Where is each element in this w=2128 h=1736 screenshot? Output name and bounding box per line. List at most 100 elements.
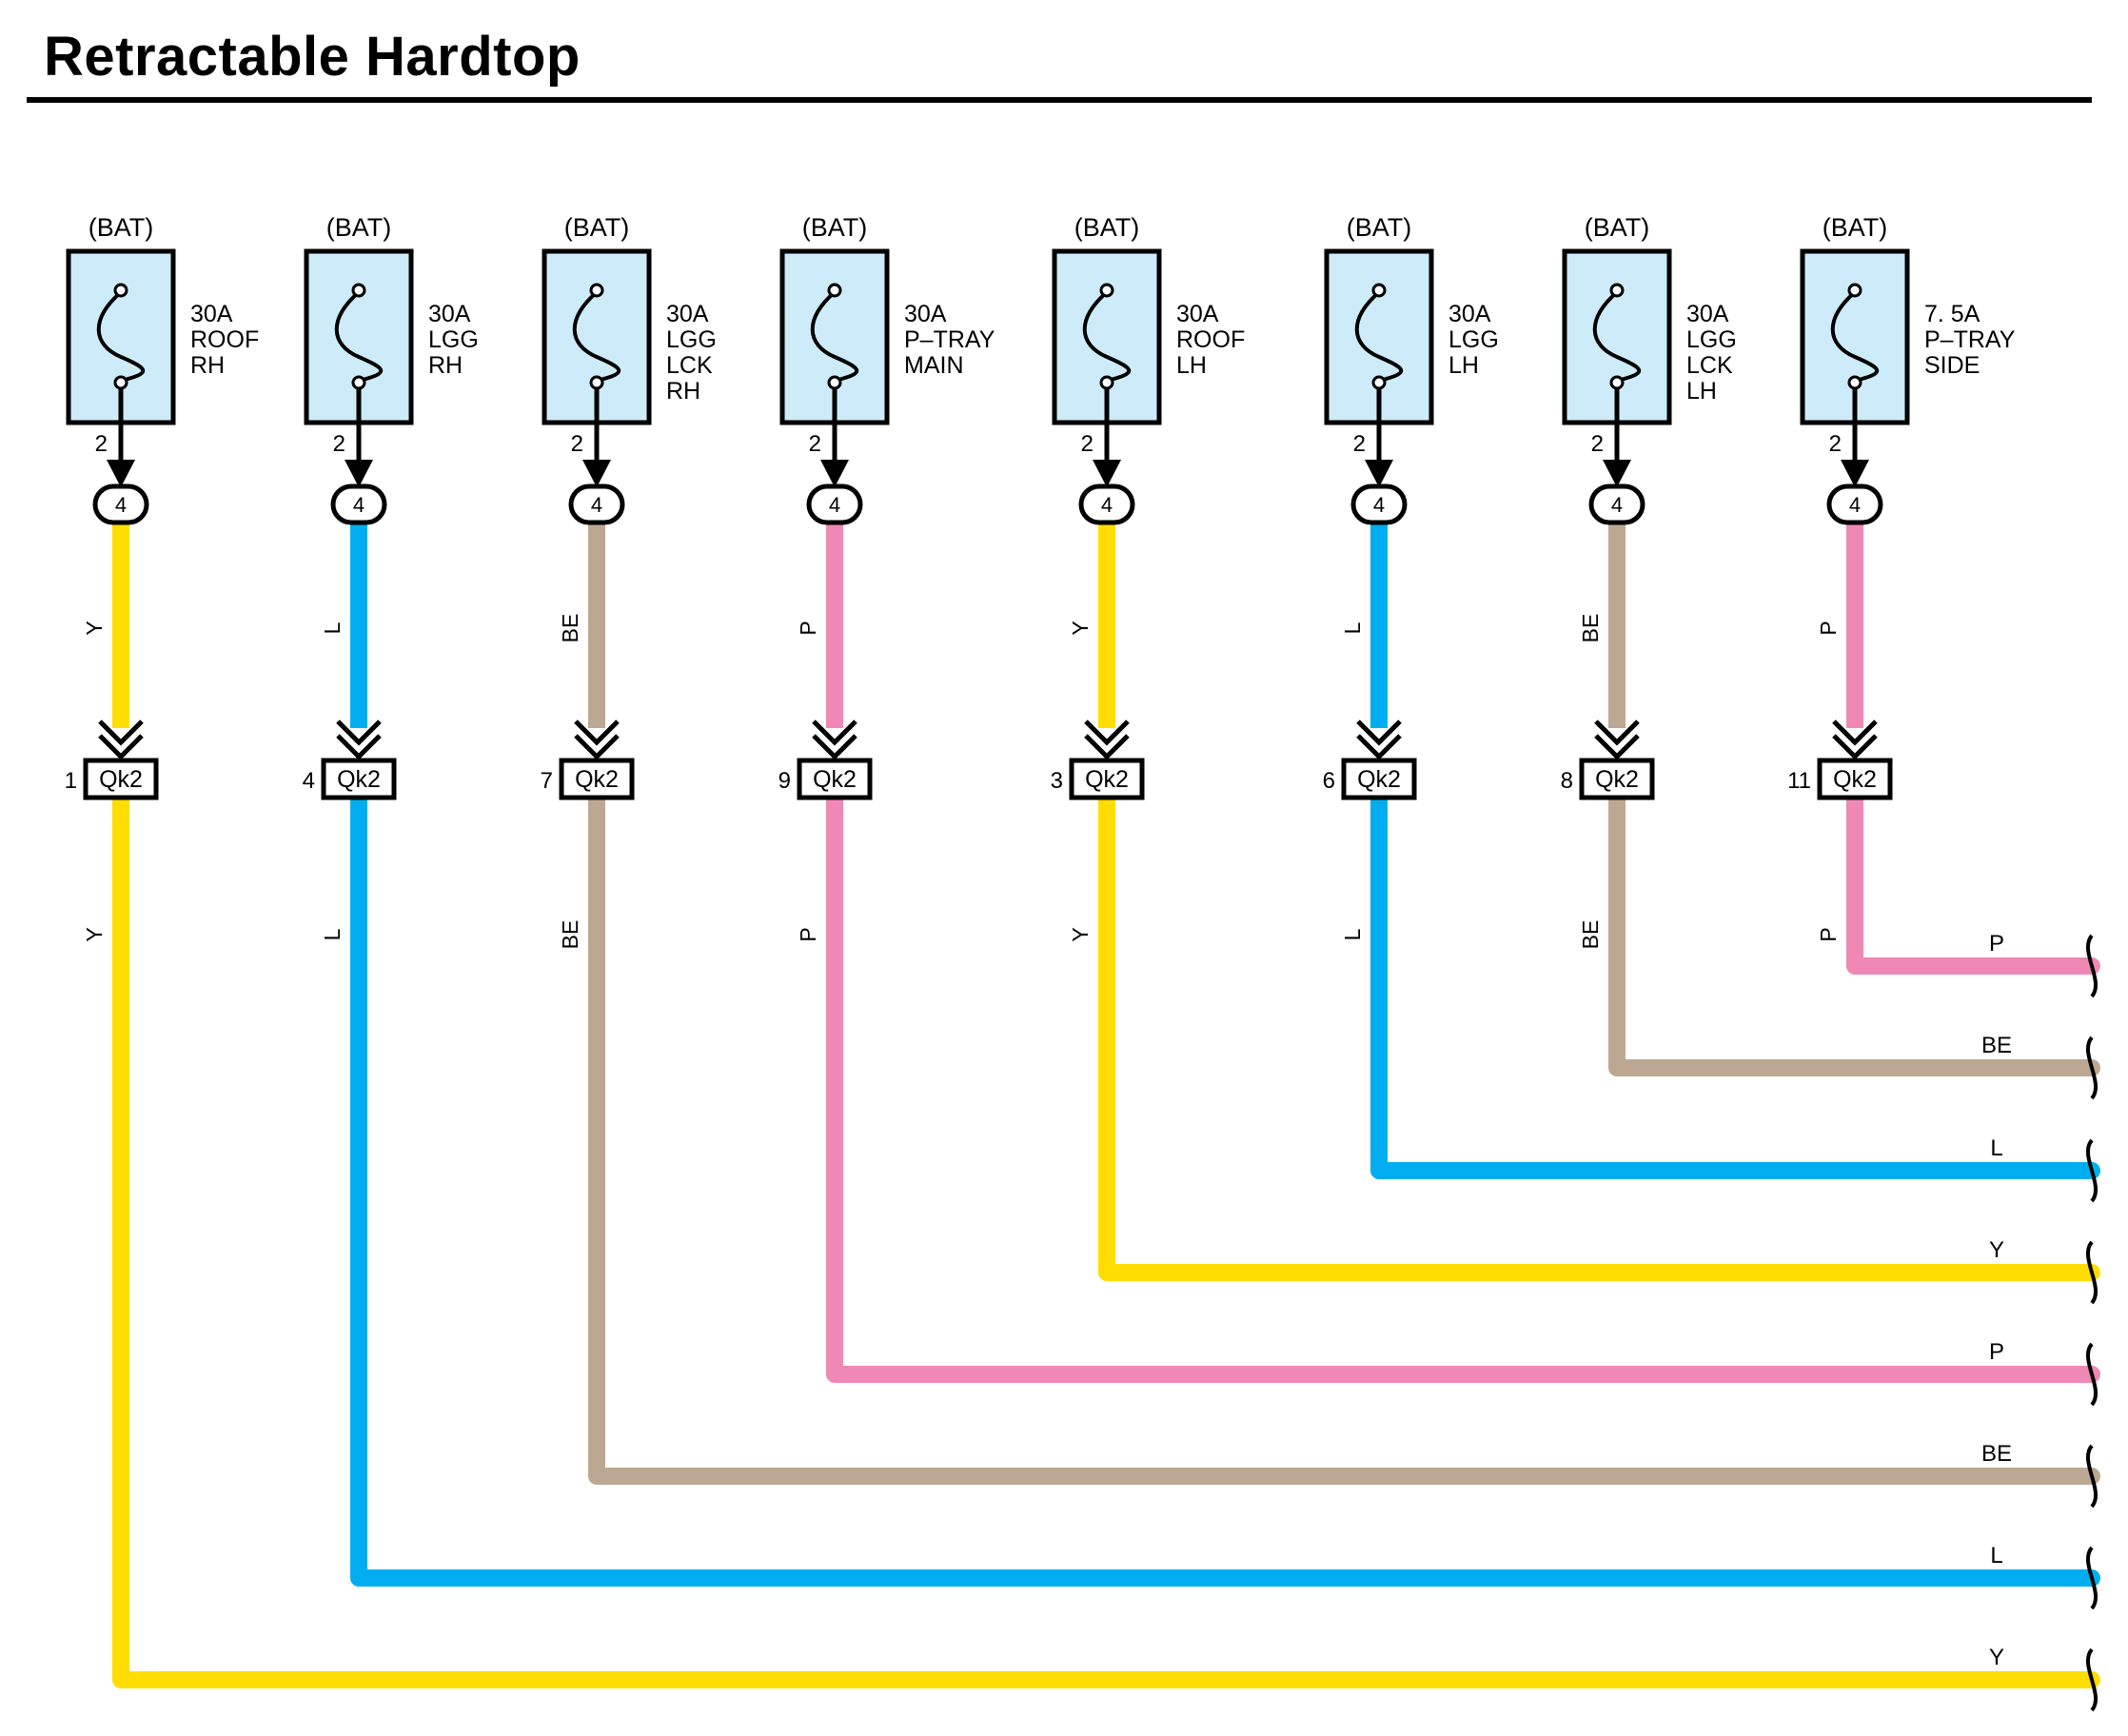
fuse-label-line: 30A — [1448, 301, 1491, 327]
fuse-label-line: RH — [190, 352, 225, 379]
bat-label: (BAT) — [1823, 213, 1888, 242]
wire-color-code-right: L — [1990, 1135, 2002, 1161]
wire-break-icon — [2085, 1546, 2098, 1610]
fuse-label-line: ROOF — [190, 326, 259, 353]
fuse-label-line: 30A — [428, 301, 471, 327]
wire-break-icon — [2085, 1036, 2098, 1100]
fuse-label-line: 30A — [1176, 301, 1219, 327]
fuse-terminal-bottom — [827, 375, 842, 390]
chevron-down-icon — [1356, 720, 1402, 760]
fuse-label-line: P–TRAY — [1924, 326, 2016, 353]
fuse-terminal-bottom — [1099, 375, 1114, 390]
fuse-pin-number: 2 — [809, 431, 821, 457]
arrow-down-icon — [1841, 460, 1869, 487]
wire-color-code-upper: P — [796, 621, 820, 635]
wire-color-code-right: P — [1989, 931, 2004, 957]
connector-pin-number: 6 — [1323, 768, 1335, 794]
junction-connector — [1588, 483, 1645, 525]
wire-color-code-lower: L — [1340, 928, 1365, 940]
fuse-label-line: LH — [1686, 378, 1717, 404]
fuse-terminal-top — [827, 283, 842, 298]
fuse-terminal-top — [1371, 283, 1387, 298]
connector-pin-number: 7 — [541, 768, 553, 794]
junction-number: 4 — [353, 493, 365, 517]
arrow-down-icon — [1093, 460, 1121, 487]
wire-break-icon — [2085, 1444, 2098, 1509]
connector-name: Qk2 — [337, 766, 381, 793]
fuse-label-line: LH — [1448, 352, 1479, 379]
bat-label: (BAT) — [802, 213, 868, 242]
fuse-element-icon — [334, 290, 384, 383]
connector-box — [1817, 758, 1893, 800]
junction-number: 4 — [1101, 493, 1113, 517]
junction-connector — [1350, 483, 1408, 525]
chevron-down-icon — [336, 720, 382, 760]
wire-run-4 — [826, 789, 2100, 1383]
fuse-label-line: 30A — [190, 301, 233, 327]
connector-box — [1341, 758, 1417, 800]
connector-pin-number: 4 — [303, 768, 315, 794]
connector-pin-number: 9 — [778, 768, 791, 794]
fuse-terminal-bottom — [1609, 375, 1625, 390]
wire-run-3 — [588, 789, 2100, 1485]
junction-connector — [330, 483, 387, 525]
junction-connector — [1826, 483, 1883, 525]
junction-number: 4 — [591, 493, 602, 517]
bat-label: (BAT) — [1347, 213, 1412, 242]
page-title: Retractable Hardtop — [44, 26, 581, 88]
junction-number: 4 — [115, 493, 127, 517]
fuse-label-line: LH — [1176, 352, 1207, 379]
wire-color-code-right: BE — [1981, 1033, 2012, 1058]
wire-color-code-right: Y — [1989, 1645, 2004, 1670]
wire-run-6 — [1370, 789, 2100, 1179]
fuse-label-line: LGG — [428, 326, 479, 353]
wire-color-code-upper: Y — [1068, 621, 1093, 635]
wire-color-code-upper: P — [1816, 621, 1841, 635]
arrow-down-icon — [345, 460, 373, 487]
wire-color-code-right: BE — [1981, 1441, 2012, 1467]
fuse-label-line: RH — [666, 378, 700, 404]
junction-number: 4 — [1611, 493, 1623, 517]
fuse-label-line: RH — [428, 352, 463, 379]
wire-run-8 — [1846, 789, 2100, 975]
chevron-down-icon — [1832, 720, 1878, 760]
arrow-down-icon — [1603, 460, 1631, 487]
fuse-label-line: P–TRAY — [904, 326, 995, 353]
wire-color-code-upper: Y — [82, 621, 107, 635]
arrow-down-icon — [820, 460, 849, 487]
arrow-down-icon — [1365, 460, 1393, 487]
chevron-down-icon — [98, 720, 144, 760]
junction-connector — [92, 483, 149, 525]
bat-label: (BAT) — [564, 213, 630, 242]
fuse-label-line: SIDE — [1924, 352, 1980, 379]
fuse-terminal-top — [1099, 283, 1114, 298]
wire-color-code-right: Y — [1989, 1237, 2004, 1263]
arrow-down-icon — [107, 460, 135, 487]
connector-name: Qk2 — [813, 766, 857, 793]
bat-label: (BAT) — [1074, 213, 1140, 242]
fuse-terminal-top — [113, 283, 128, 298]
junction-connector — [806, 483, 863, 525]
fuse-terminal-top — [351, 283, 366, 298]
connector-pin-number: 8 — [1561, 768, 1573, 794]
fuse-element-icon — [1082, 290, 1132, 383]
wire-color-code-upper: BE — [1578, 614, 1603, 643]
fuse-element-icon — [1830, 290, 1880, 383]
wire-break-icon — [2085, 1647, 2098, 1712]
fuse-pin-number: 2 — [1081, 431, 1094, 457]
title-rule — [27, 97, 2092, 103]
connector-name: Qk2 — [1085, 766, 1129, 793]
connector-name: Qk2 — [1595, 766, 1639, 793]
fuse-label-line: ROOF — [1176, 326, 1245, 353]
fuse-element-icon — [1354, 290, 1404, 383]
connector-name: Qk2 — [1357, 766, 1401, 793]
fuse-label-line: 30A — [666, 301, 709, 327]
wire-color-code-lower: L — [320, 928, 345, 940]
connector-box — [1579, 758, 1655, 800]
arrow-down-icon — [582, 460, 611, 487]
chevron-down-icon — [1594, 720, 1640, 760]
wire-color-code-right: L — [1990, 1543, 2002, 1568]
wire-break-icon — [2085, 934, 2098, 998]
fuse-terminal-top — [1609, 283, 1625, 298]
connector-pin-number: 3 — [1051, 768, 1063, 794]
